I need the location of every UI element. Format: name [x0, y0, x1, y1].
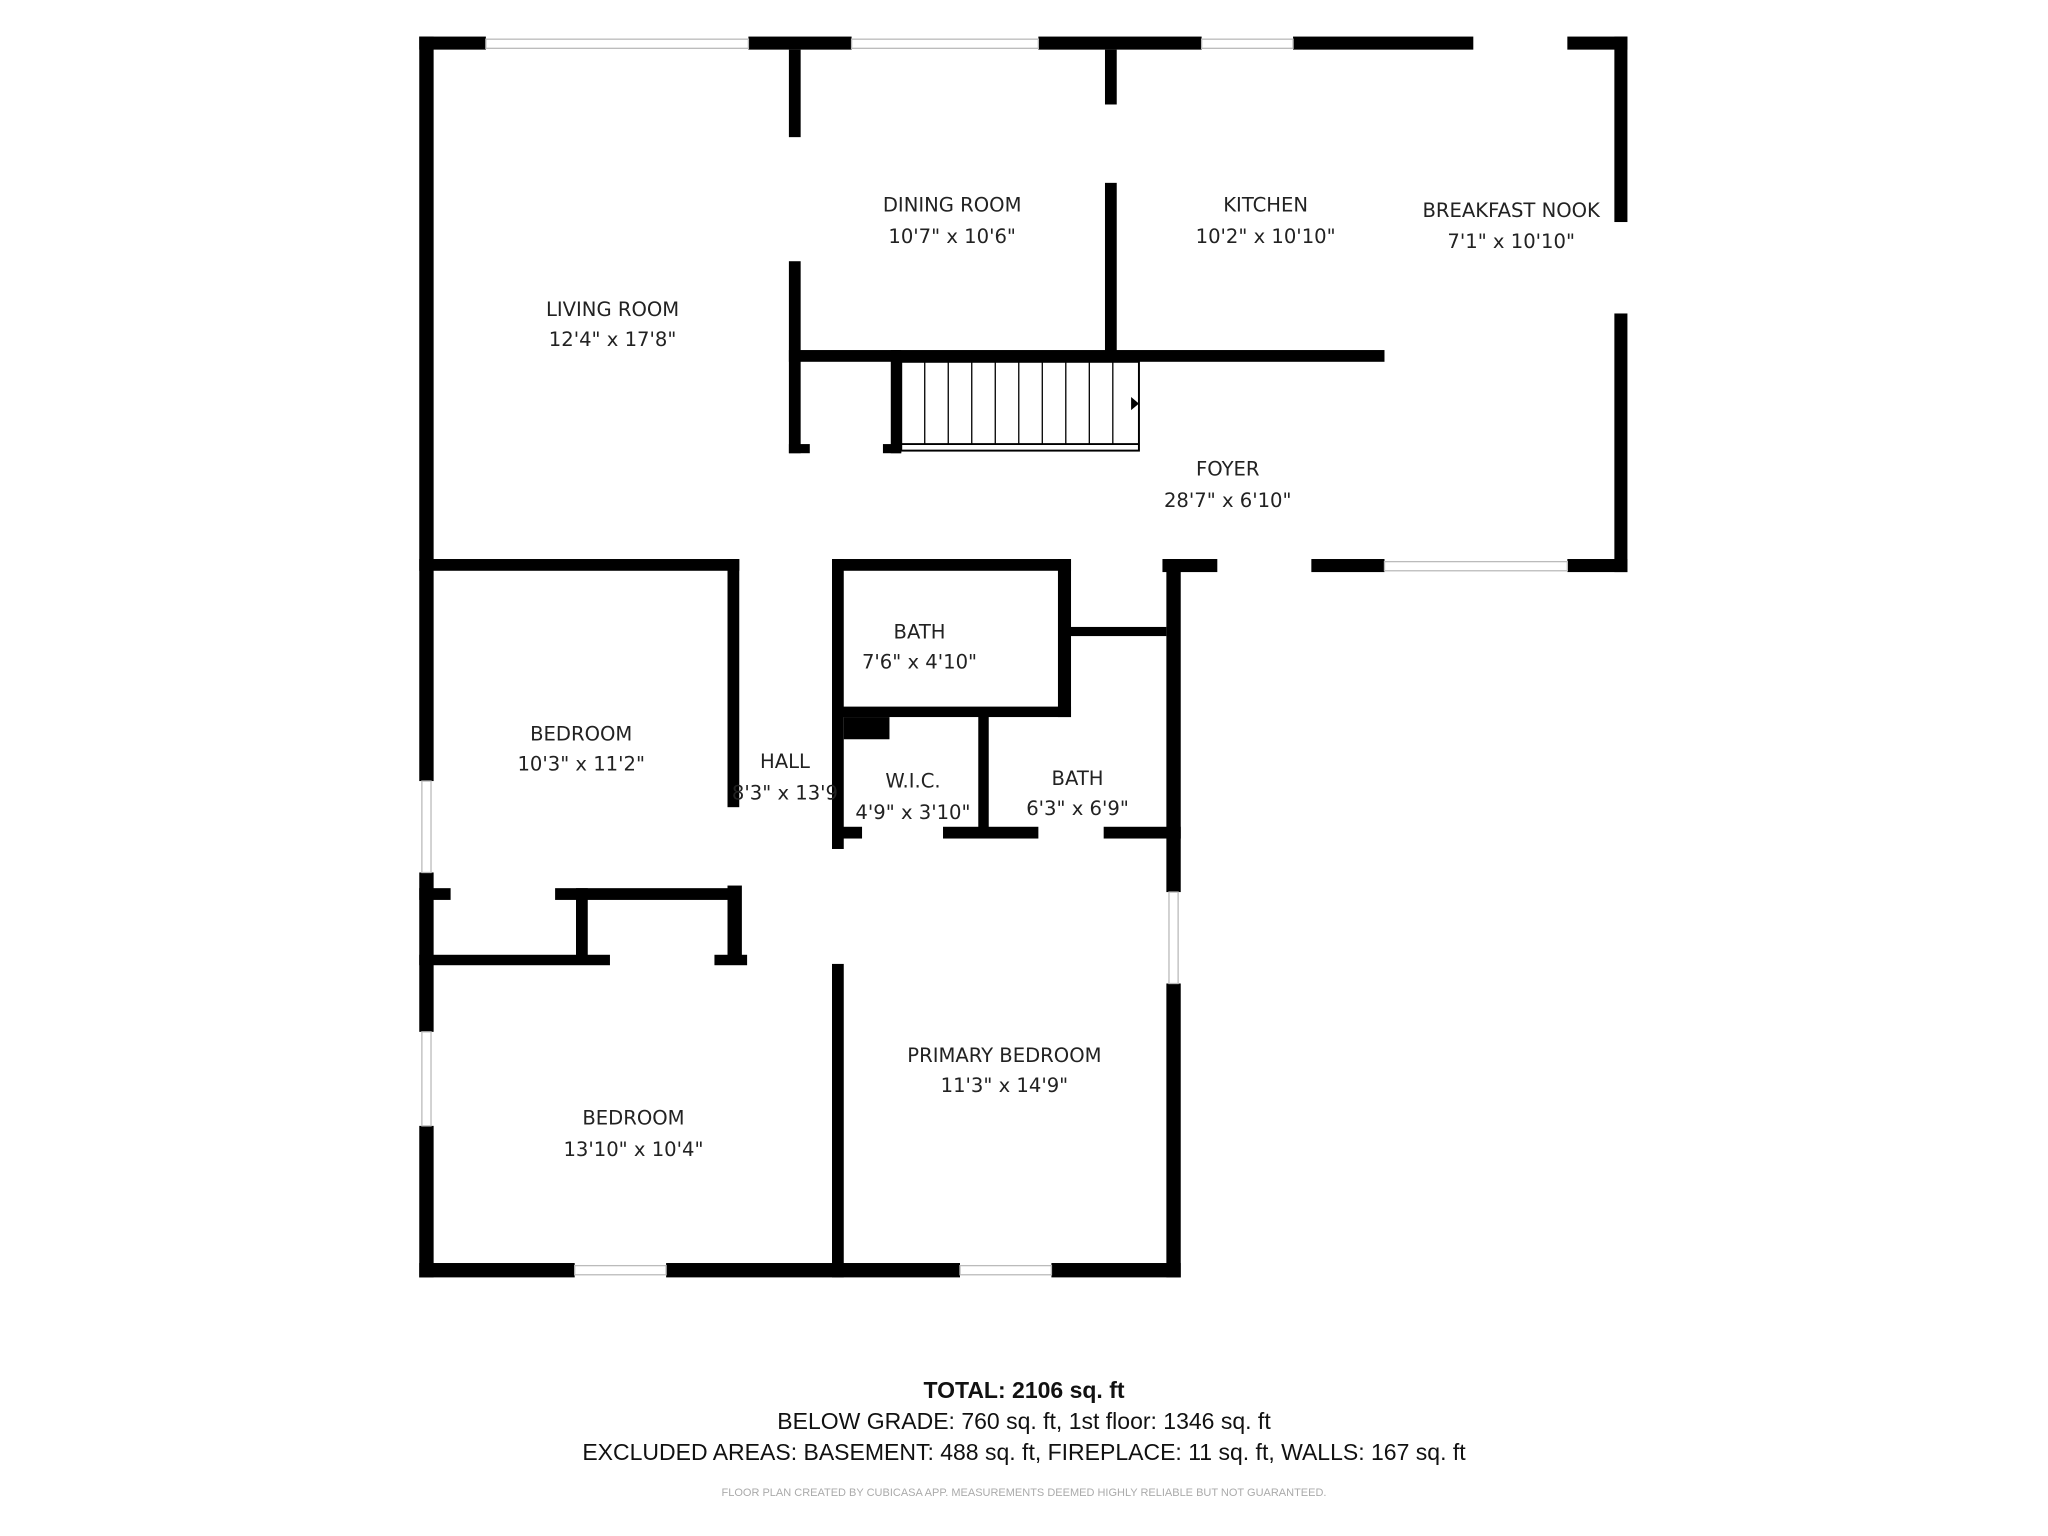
- room-wic: W.I.C.4'9" x 3'10": [855, 770, 970, 824]
- total-area: TOTAL: 2106 sq. ft: [923, 1377, 1125, 1403]
- stairs: [900, 360, 1140, 452]
- disclaimer: FLOOR PLAN CREATED BY CUBICASA APP. MEAS…: [721, 1487, 1327, 1499]
- walls: [419, 36, 1628, 1278]
- excluded-areas: EXCLUDED AREAS: BASEMENT: 488 sq. ft, FI…: [582, 1439, 1466, 1465]
- area-breakdown: BELOW GRADE: 760 sq. ft, 1st floor: 1346…: [777, 1408, 1271, 1434]
